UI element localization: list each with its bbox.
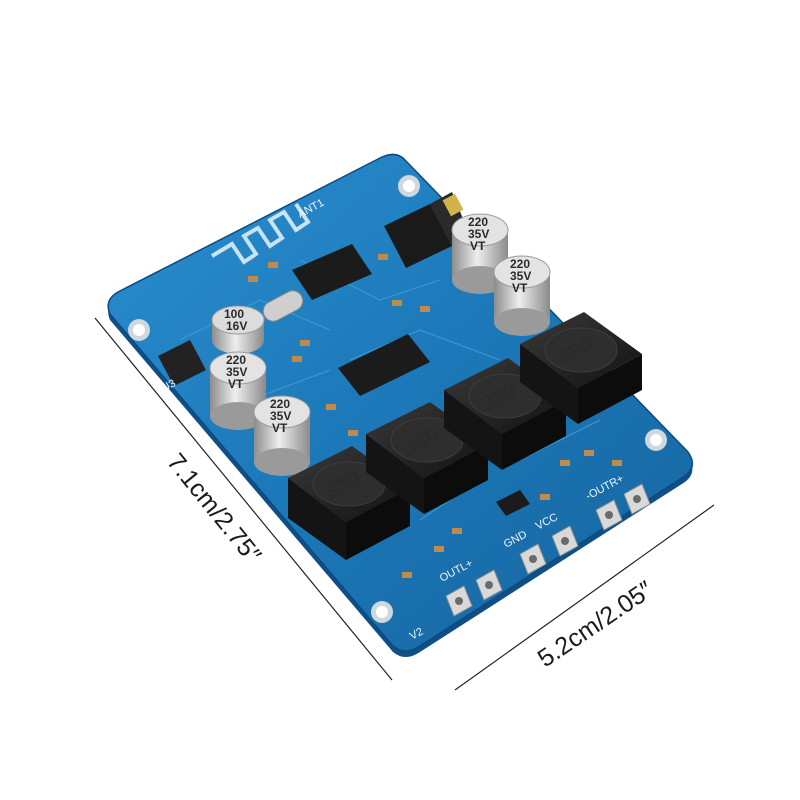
- crystal-oscillator: [262, 290, 304, 322]
- mounting-hole: [128, 319, 150, 341]
- capacitor-series: VT: [512, 281, 528, 295]
- capacitor-voltage: 35V: [468, 227, 489, 241]
- capacitor-large: 220 35V VT: [209, 351, 267, 430]
- capacitor-voltage: 35V: [270, 409, 291, 423]
- capacitor-large: 220 35V VT: [451, 213, 509, 294]
- capacitor-series: VT: [272, 421, 288, 435]
- inductor: 330: [366, 402, 488, 514]
- capacitor-voltage: 35V: [226, 365, 247, 379]
- bluetooth-chip: [292, 244, 372, 300]
- width-dimension-line: [454, 504, 715, 691]
- version-label: V2: [408, 626, 426, 643]
- height-dimension-line: [94, 317, 393, 681]
- mounting-hole: [371, 601, 393, 623]
- capacitor-small-value: 100: [224, 307, 244, 321]
- amplifier-chip: [338, 334, 430, 396]
- capacitor-value: 220: [468, 215, 488, 229]
- voltage-regulator-u3: U3: [158, 340, 206, 395]
- mounting-hole: [398, 175, 420, 197]
- terminal-gnd: [519, 543, 547, 575]
- capacitor-value: 220: [510, 257, 530, 271]
- capacitor-large: 220 35V VT: [493, 255, 551, 336]
- smd-components: [248, 254, 622, 578]
- capacitor-value: 220: [226, 353, 246, 367]
- terminal-vcc: [551, 525, 579, 557]
- capacitor-series: VT: [470, 239, 486, 253]
- mounting-hole: [645, 429, 667, 451]
- terminal-outr-plus: [623, 483, 651, 515]
- pcb-antenna-trace: [210, 202, 311, 265]
- capacitor-small: 100 16V: [211, 305, 265, 354]
- u3-label: U3: [160, 377, 178, 394]
- capacitor-value: 220: [270, 397, 290, 411]
- capacitor-voltage: 35V: [510, 269, 531, 283]
- terminal-outl-minus: [445, 585, 473, 617]
- capacitor-large: 220 35V VT: [253, 395, 311, 476]
- inductor: 330: [520, 312, 642, 424]
- capacitor-series: VT: [228, 377, 244, 391]
- capacitor-small-voltage: 16V: [226, 319, 247, 333]
- terminal-outl-plus: [475, 569, 503, 601]
- pcb-board: ANT1 U3: [107, 153, 694, 657]
- small-mosfet: [496, 490, 530, 516]
- terminal-outr-minus: [595, 499, 623, 531]
- inductor: 330: [444, 358, 566, 470]
